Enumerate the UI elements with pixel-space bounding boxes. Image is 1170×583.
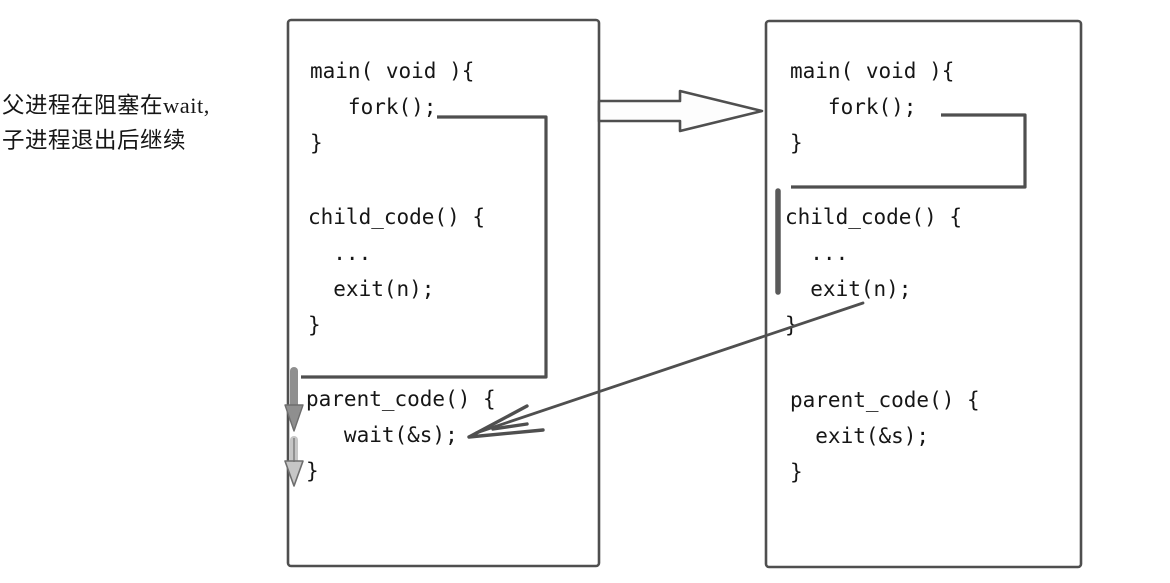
left-child-code-function: child_code() { ... exit(n); } xyxy=(308,202,485,346)
code-line: } xyxy=(785,313,798,337)
code-line: parent_code() { xyxy=(306,387,496,411)
code-line: } xyxy=(790,131,803,155)
code-line: } xyxy=(306,459,319,483)
blocked-down-arrow-2-icon xyxy=(284,436,304,487)
code-line: fork(); xyxy=(310,95,437,119)
annotation-text: 父进程在阻塞在wait, 子进程退出后继续 xyxy=(2,88,294,158)
code-line: } xyxy=(310,131,323,155)
left-main-function: main( void ){ fork(); } xyxy=(310,56,474,164)
left-parent-code-function: parent_code() { wait(&s); } xyxy=(306,384,496,492)
code-line: exit(n); xyxy=(785,277,912,301)
code-line: main( void ){ xyxy=(310,59,475,83)
fork-block-arrow-icon xyxy=(597,89,764,133)
code-line: ... xyxy=(785,241,849,265)
code-line: ... xyxy=(308,241,372,265)
right-parent-code-function: parent_code() { exit(&s); } xyxy=(790,385,980,493)
annotation-line-1: 父进程在阻塞在wait, xyxy=(2,93,210,118)
code-line: exit(&s); xyxy=(790,424,930,448)
right-main-function: main( void ){ fork(); } xyxy=(790,56,954,164)
code-line: } xyxy=(308,313,321,337)
blocked-down-arrow-1-icon xyxy=(284,367,304,432)
code-line: child_code() { xyxy=(308,205,486,229)
code-line: fork(); xyxy=(790,95,917,119)
code-line: } xyxy=(790,460,803,484)
right-child-code-function: child_code() { ... exit(n); } xyxy=(785,202,962,346)
code-line: wait(&s); xyxy=(306,423,458,447)
annotation-line-2: 子进程退出后继续 xyxy=(2,128,187,153)
code-line: parent_code() { xyxy=(790,388,980,412)
code-line: exit(n); xyxy=(308,277,435,301)
code-line: main( void ){ xyxy=(790,59,955,83)
code-line: child_code() { xyxy=(785,205,963,229)
